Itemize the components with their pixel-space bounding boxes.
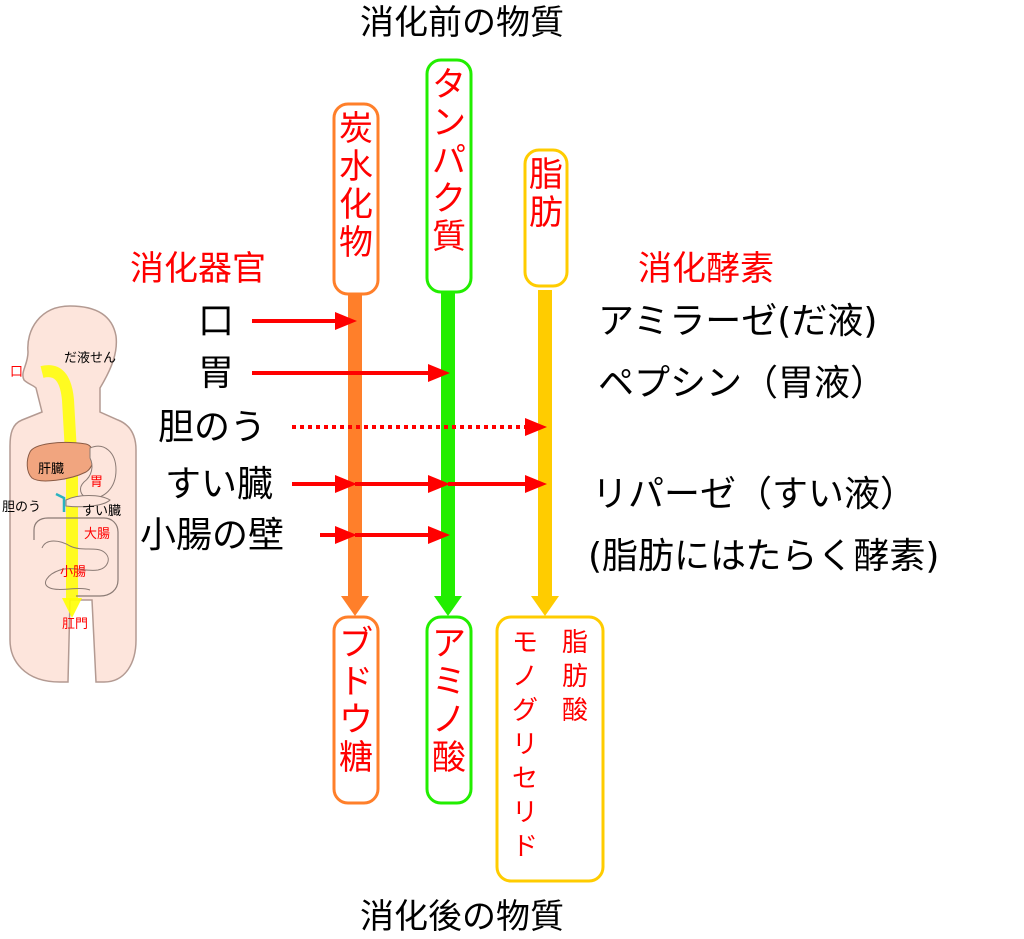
organ-label-0: 口 bbox=[198, 301, 234, 342]
body-label-gallbladder: 胆のう bbox=[2, 500, 41, 515]
organ-arrowhead-1-0 bbox=[428, 364, 450, 382]
large-intestine-shape bbox=[33, 517, 119, 597]
enzyme-label-2: リパーゼ（すい液） bbox=[592, 474, 916, 515]
nutrient-before-label-carb: 炭水化物 bbox=[339, 109, 373, 263]
enzyme-label-0: アミラーゼ(だ液) bbox=[598, 301, 877, 342]
gallbladder-duct bbox=[55, 492, 66, 512]
organ-arrowhead-2-0 bbox=[525, 418, 547, 436]
body-label-small-intestine: 小腸 bbox=[60, 565, 86, 580]
nutrient-after-label-fat-1: モノグリセリド bbox=[512, 628, 538, 862]
title-after-digestion: 消化後の物質 bbox=[360, 897, 564, 937]
body-label-large-intestine: 大腸 bbox=[84, 527, 110, 542]
nutrient-after-label-protein: アミノ酸 bbox=[432, 624, 466, 778]
body-label-pancreas: すい臓 bbox=[82, 504, 121, 519]
nutrient-after-label-carb: ブドウ糖 bbox=[339, 624, 373, 778]
organ-arrowhead-4-0 bbox=[335, 526, 357, 544]
body-label-stomach: 胃 bbox=[90, 475, 103, 490]
nutrient-before-box-carb bbox=[332, 102, 380, 296]
organ-arrowhead-3-1 bbox=[428, 475, 450, 493]
title-before-digestion: 消化前の物質 bbox=[360, 3, 564, 43]
enzyme-label-1: ペプシン（胃液） bbox=[598, 363, 886, 404]
nutrient-before-box-fat bbox=[523, 148, 569, 288]
body-label-anus: 肛門 bbox=[62, 617, 88, 632]
digestive-tract bbox=[40, 365, 78, 600]
column-arrowhead-carb bbox=[341, 596, 369, 616]
organ-arrowhead-3-0 bbox=[335, 475, 357, 493]
column-arrowhead-fat bbox=[531, 596, 559, 616]
nutrient-after-box-protein bbox=[425, 615, 473, 805]
nutrient-after-box-fat bbox=[495, 615, 605, 883]
organ-arrows bbox=[252, 312, 547, 544]
organ-label-1: 胃 bbox=[198, 353, 234, 394]
organ-arrowhead-0-0 bbox=[335, 312, 357, 330]
nutrient-before-label-protein: タンパク質 bbox=[432, 65, 466, 257]
body-label-saliva-gland: だ液せん bbox=[64, 351, 116, 366]
nutrient-after-box-carb bbox=[332, 615, 380, 805]
enzyme-heading: 消化酵素 bbox=[638, 249, 774, 289]
column-arrowhead-protein bbox=[434, 596, 462, 616]
enzyme-labels: アミラーゼ(だ液) ペプシン（胃液） リパーゼ（すい液） (脂肪にはたらく酵素) bbox=[588, 301, 939, 577]
organ-arrowhead-3-2 bbox=[525, 475, 547, 493]
body-label-mouth: 口 bbox=[10, 365, 23, 380]
nutrient-before-box-protein bbox=[425, 58, 473, 294]
tract-arrow-head bbox=[62, 598, 82, 618]
body-illustration: 口 だ液せん 肝臓 胃 胆のう すい臓 大腸 小腸 肛門 bbox=[2, 305, 137, 683]
organ-label-2: 胆のう bbox=[158, 407, 266, 448]
pancreas-shape bbox=[65, 495, 111, 508]
organ-heading: 消化器官 bbox=[130, 249, 266, 289]
small-intestine-shape bbox=[41, 540, 109, 591]
nutrient-before-label-fat: 脂肪 bbox=[529, 155, 563, 233]
nutrient-after-label-fat-0: 脂肪酸 bbox=[562, 628, 588, 726]
organ-arrowhead-4-1 bbox=[428, 526, 450, 544]
organ-label-3: すい臓 bbox=[165, 464, 273, 505]
liver-shape bbox=[26, 441, 94, 482]
enzyme-label-3: (脂肪にはたらく酵素) bbox=[588, 536, 939, 577]
organ-label-4: 小腸の壁 bbox=[140, 515, 284, 556]
body-label-liver: 肝臓 bbox=[38, 462, 64, 477]
